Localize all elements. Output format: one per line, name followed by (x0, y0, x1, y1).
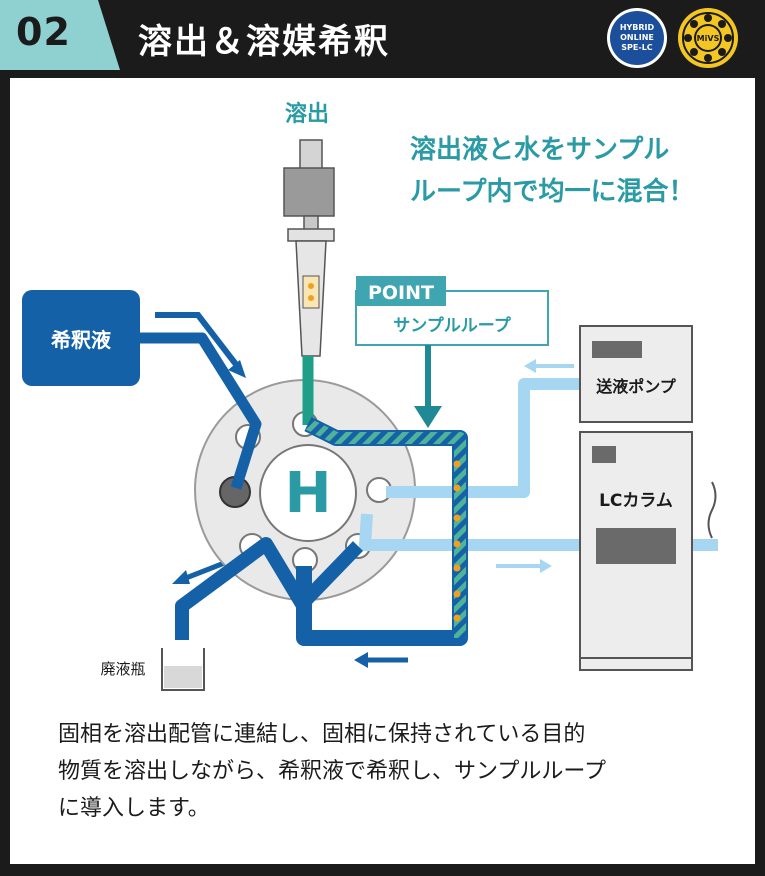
sample-loop (296, 416, 468, 646)
column-flow-arrow (496, 559, 552, 573)
logo-line-2: ONLINE (620, 33, 654, 42)
column-cabinet (579, 431, 717, 671)
description-line-3: に導入します。 (58, 796, 210, 821)
point-down-arrow (414, 345, 442, 428)
point-tag-overlay (356, 276, 446, 306)
column-label: LCカラム (599, 491, 673, 511)
lc-column-body (596, 528, 676, 564)
logo-line-1: HYBRID (620, 23, 655, 32)
callout-line-1: 溶出液と水をサンプル (410, 134, 669, 165)
diluent-label: 希釈液 (51, 328, 112, 352)
page-title: 溶出＆溶媒希釈 (138, 22, 390, 62)
header-bar: 02 溶出＆溶媒希釈 HYBRID ONLINE SPE-LC MiVS (0, 0, 765, 78)
logo-line-3: SPE-LC (621, 43, 653, 52)
description-line-2: 物質を溶出しながら、希釈液で希釈し、サンプルループ (58, 759, 607, 784)
point-label-overlay: POINT (368, 282, 434, 304)
diluent-flow-arrow (155, 312, 246, 378)
pump-label: 送液ポンプ (595, 377, 677, 396)
loop-flow-arrow (354, 652, 408, 668)
waste-line (175, 537, 364, 640)
pump-flow-arrow (524, 359, 574, 373)
point-sub-label: サンプルループ (393, 315, 511, 336)
callout-line-2: ループ内で均一に混合！ (410, 176, 694, 207)
tubing-break-mark (707, 481, 717, 539)
description: 固相を溶出配管に連結し、固相に保持されている目的 物質を溶出しながら、希釈液で希… (58, 716, 718, 827)
waste-label: 廃液瓶 (100, 660, 145, 678)
step-tab (0, 0, 120, 70)
pump-cabinet (579, 325, 693, 423)
spe-cartridge (283, 139, 335, 357)
step-number: 02 (16, 10, 71, 54)
mivs-logo: MiVS (678, 8, 738, 68)
waste-bottle (161, 648, 205, 691)
hybrid-online-spe-lc-logo: HYBRID ONLINE SPE-LC (607, 8, 667, 68)
diluent-line (140, 332, 262, 490)
elution-label: 溶出 (285, 101, 329, 127)
mivs-logo-text: MiVS (697, 34, 720, 43)
diluent-reservoir (22, 290, 140, 386)
description-line-1: 固相を溶出配管に連結し、固相に保持されている目的 (58, 722, 586, 747)
valve-h-label: H (285, 461, 332, 526)
